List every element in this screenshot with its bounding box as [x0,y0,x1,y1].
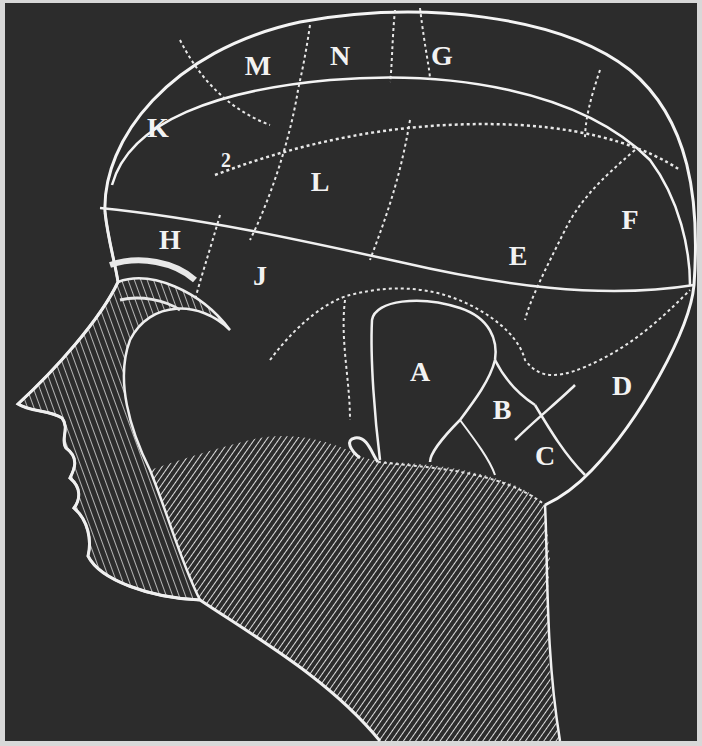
region-letter: 2 [221,150,231,170]
region-letter: B [493,396,512,424]
region-letter: N [330,42,350,70]
region-letter: K [147,114,169,142]
region-letter: C [535,442,555,470]
region-letter: J [253,262,267,290]
region-letter: G [431,42,453,70]
region-letter: D [612,372,632,400]
region-letter: M [245,52,271,80]
region-letter: L [311,168,330,196]
region-letter: E [509,242,528,270]
region-letter: F [621,206,638,234]
region-letter: A [410,358,430,386]
region-letter: H [159,226,181,254]
